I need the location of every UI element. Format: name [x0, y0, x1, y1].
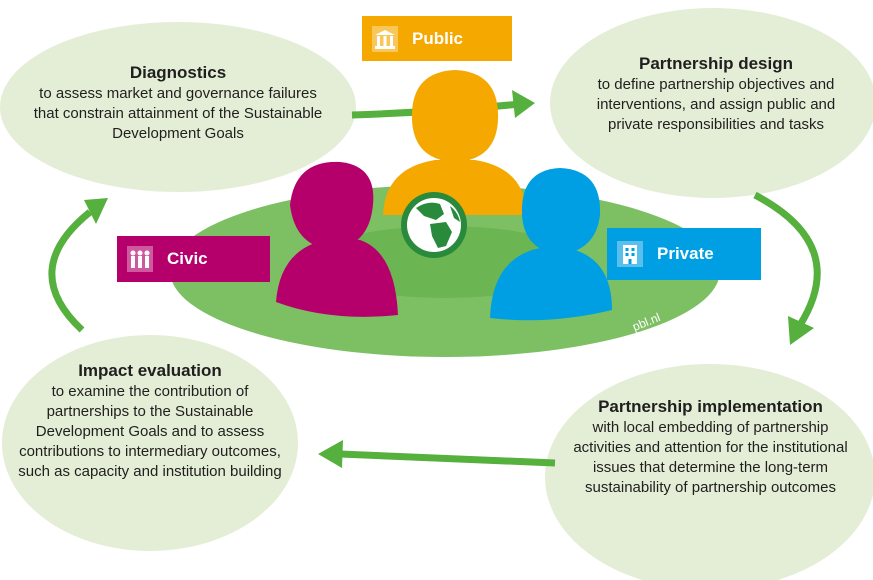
public-label: Public	[412, 28, 464, 48]
diagnostics-bubble	[0, 22, 356, 192]
arrow-implementation-to-evaluation	[339, 450, 556, 467]
arrowhead	[512, 90, 535, 118]
private-person	[490, 168, 612, 321]
arrowhead	[788, 316, 814, 345]
civic-label-box: Civic	[117, 236, 270, 282]
implementation-title: Partnership implementation	[598, 397, 823, 416]
evaluation-bubble	[2, 335, 298, 551]
diagnostics-text: Diagnostics to assess market and governa…	[28, 62, 328, 144]
public-person	[383, 70, 527, 215]
design-title: Partnership design	[639, 54, 793, 73]
private-label-box: Private	[607, 228, 761, 280]
civic-label: Civic	[167, 249, 208, 268]
implementation-text: Partnership implementation with local em…	[568, 396, 853, 498]
people-group-icon	[127, 246, 153, 272]
globe-icon	[401, 192, 467, 258]
civic-person	[276, 161, 398, 317]
design-text: Partnership design to define partnership…	[585, 53, 847, 135]
arrow-design-to-implementation	[753, 191, 821, 327]
public-label-box: Public	[362, 16, 512, 61]
private-label: Private	[657, 244, 714, 263]
diagnostics-title: Diagnostics	[129, 63, 227, 82]
diagnostics-description: to assess market and governance failures…	[33, 85, 323, 142]
evaluation-text: Impact evaluation to examine the contrib…	[14, 360, 286, 482]
implementation-description: with local embedding of partnership acti…	[573, 419, 848, 496]
evaluation-description: to examine the contribution of partnersh…	[18, 383, 282, 480]
design-bubble	[550, 8, 873, 198]
design-description: to define partnership objectives and int…	[596, 76, 836, 133]
arrow-evaluation-to-diagnostics	[48, 209, 93, 333]
evaluation-title: Impact evaluation	[78, 361, 222, 380]
implementation-bubble	[545, 364, 873, 580]
arrowhead	[318, 440, 343, 468]
arrowhead	[84, 198, 108, 224]
government-building-icon	[372, 25, 398, 52]
office-building-icon	[617, 241, 643, 267]
